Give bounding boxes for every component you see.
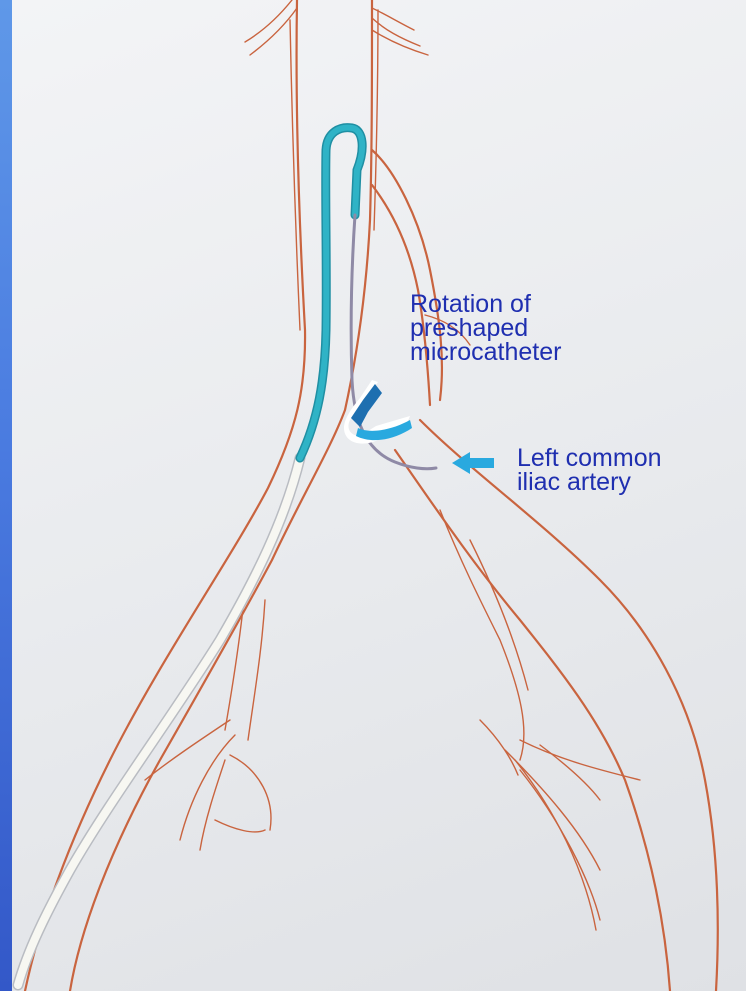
- rotation-annotation-line: Rotation of: [410, 292, 561, 316]
- iliac-annotation: Left common iliac artery: [517, 446, 662, 494]
- side-branch-outline: [372, 150, 470, 405]
- sheath: [18, 458, 300, 985]
- curved-rotation-arrow-icon: [344, 380, 412, 444]
- iliac-annotation-line: Left common: [517, 446, 662, 470]
- right-iliac-outline: [395, 420, 718, 991]
- upper-branch-outlines: [245, 0, 428, 55]
- iliac-annotation-line: iliac artery: [517, 470, 662, 494]
- rotation-annotation-line: preshaped: [410, 316, 561, 340]
- rotation-annotation-line: microcatheter: [410, 340, 561, 364]
- rotation-annotation: Rotation of preshaped microcatheter: [410, 292, 561, 364]
